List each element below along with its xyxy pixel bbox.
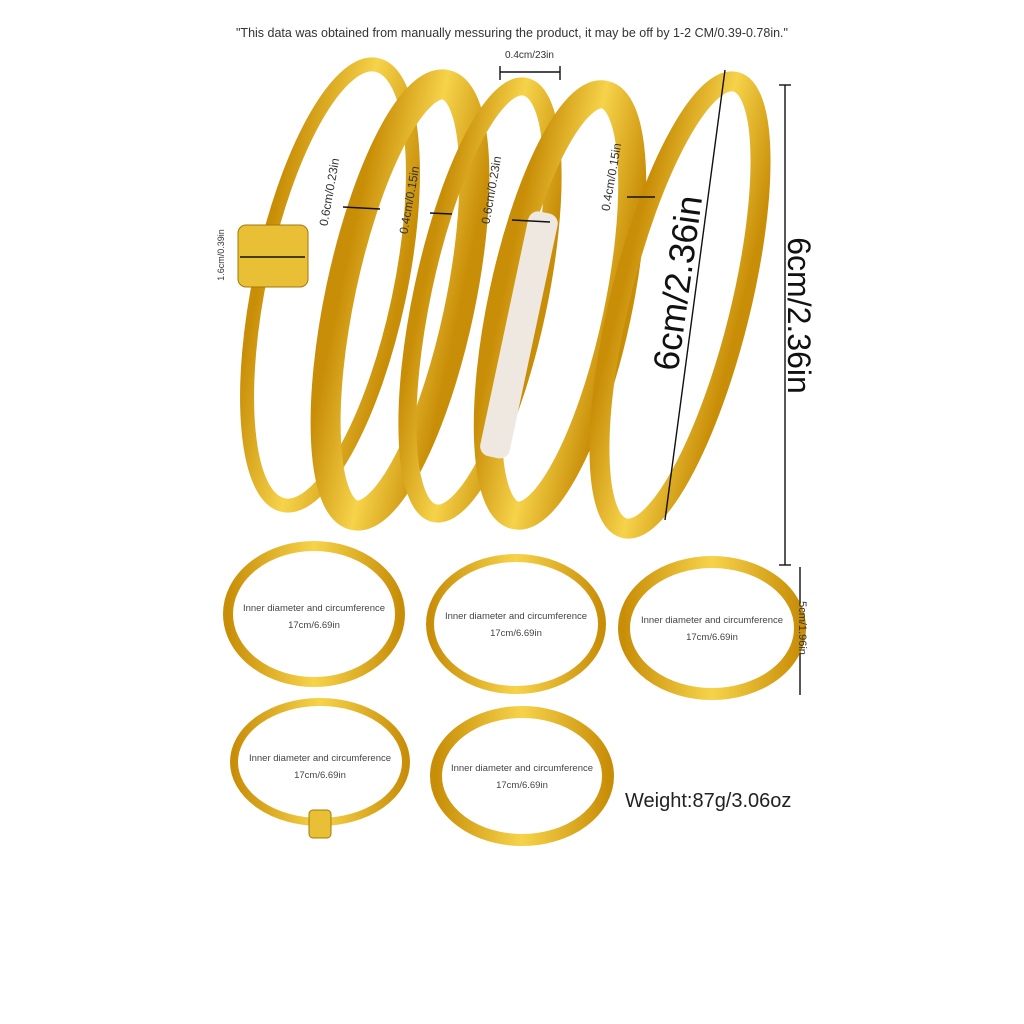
inner-label-1: Inner diameter and circumference 17cm/6.6… — [234, 600, 394, 634]
inner-label-title: Inner diameter and circumference — [450, 763, 594, 774]
inner-label-2: Inner diameter and circumference 17cm/6.6… — [436, 608, 596, 642]
height-label: 6cm/2.36in — [780, 237, 817, 394]
disclaimer-text: "This data was obtained from manually me… — [236, 26, 788, 40]
bangle-clover — [310, 69, 490, 531]
side-height-label: 5cm/1.96in — [795, 601, 808, 655]
inner-label-title: Inner diameter and circumference — [444, 611, 588, 622]
bangle-view-1 — [223, 541, 405, 687]
bangle-view-5 — [430, 706, 614, 846]
bottom-barrel-charm — [308, 809, 332, 839]
inner-label-3: Inner diameter and circumference 17cm/6.6… — [632, 612, 792, 646]
bangle-stack — [240, 57, 771, 539]
bangle-bamboo — [589, 71, 771, 539]
inner-label-value: 17cm/6.69in — [288, 620, 340, 631]
pearl-inlay — [480, 211, 558, 459]
inner-label-value: 17cm/6.69in — [294, 770, 346, 781]
inner-label-value: 17cm/6.69in — [686, 632, 738, 643]
bangle-pearl — [473, 80, 647, 530]
bangle-view-2 — [426, 554, 606, 694]
bracelet1-width-label: 1.6cm/0.39in — [215, 229, 226, 281]
inner-label-title: Inner diameter and circumference — [242, 603, 386, 614]
inner-label-title: Inner diameter and circumference — [248, 753, 392, 764]
inner-label-value: 17cm/6.69in — [496, 780, 548, 791]
weight-label: Weight:87g/3.06oz — [625, 790, 792, 812]
inner-label-5: Inner diameter and circumference 17cm/6.6… — [442, 760, 602, 794]
inner-label-value: 17cm/6.69in — [490, 628, 542, 639]
bangle-view-3 — [618, 556, 806, 700]
inner-label-4: Inner diameter and circumference 17cm/6.6… — [240, 750, 400, 784]
barrel-charm — [237, 224, 309, 288]
top-width-label: 0.4cm/23in — [505, 50, 554, 61]
inner-label-title: Inner diameter and circumference — [640, 615, 784, 626]
